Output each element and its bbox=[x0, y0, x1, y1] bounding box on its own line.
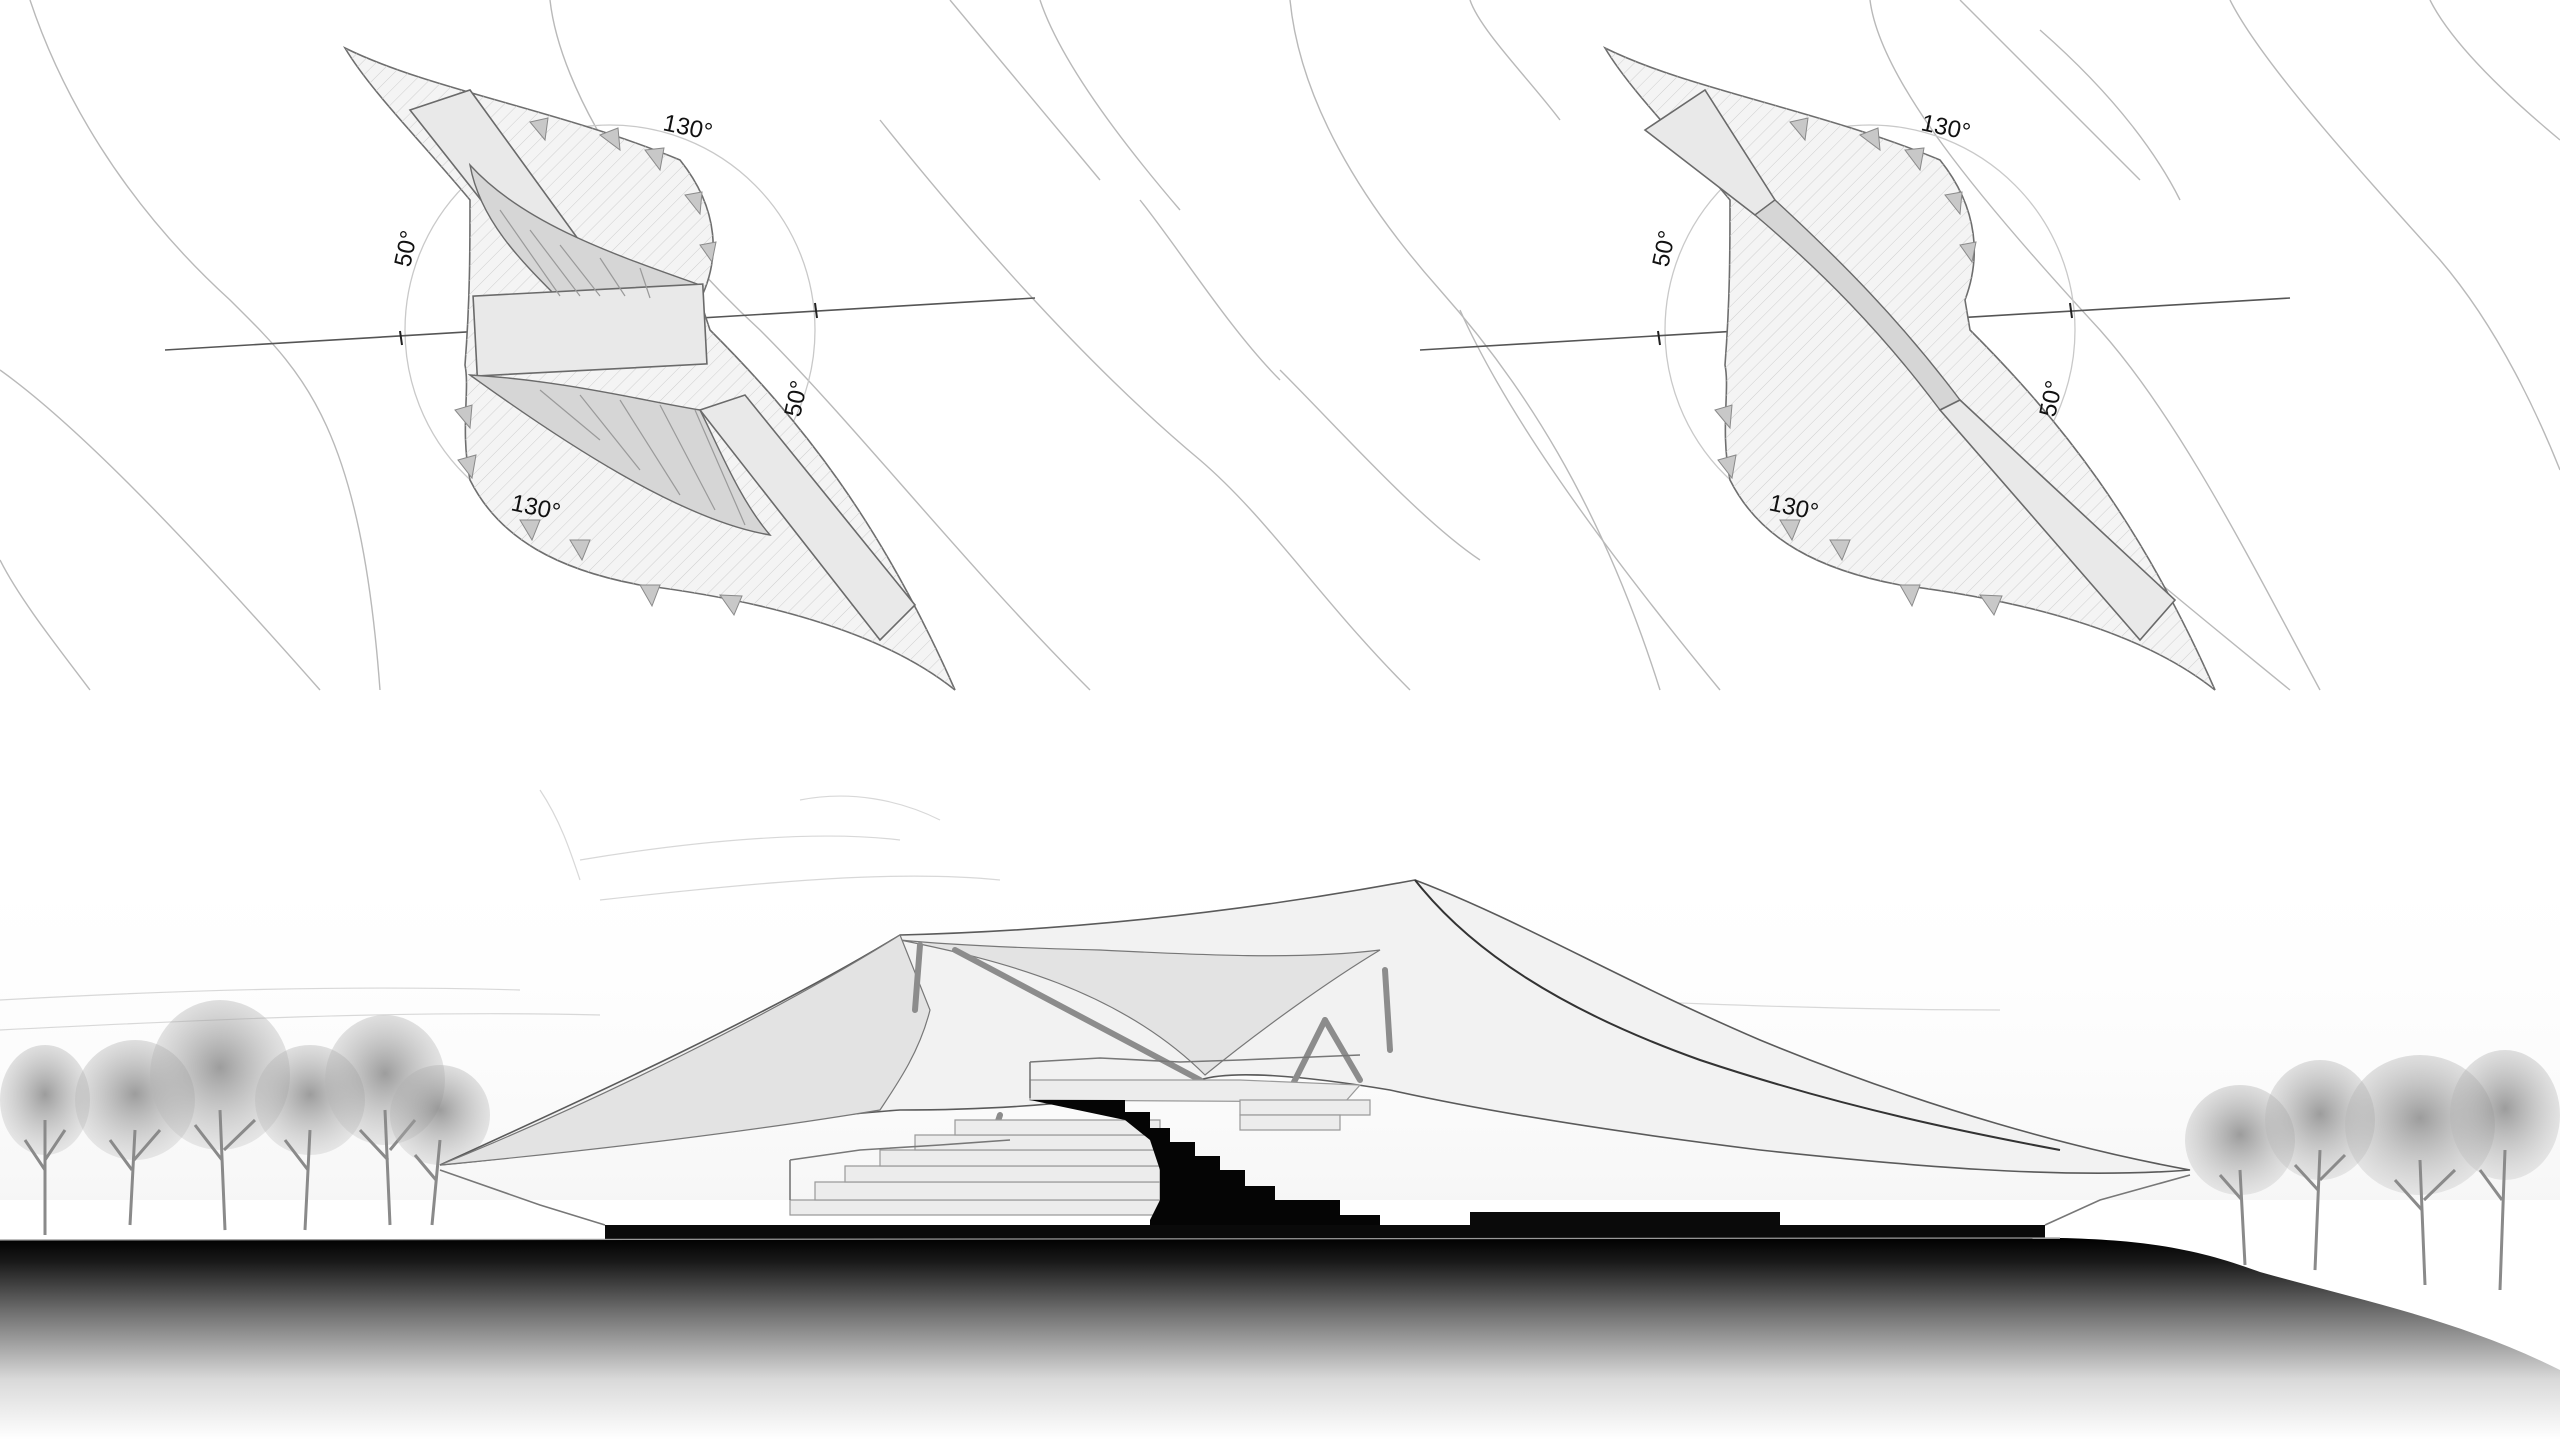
axis-tick bbox=[2069, 302, 2073, 319]
trees-right bbox=[2185, 1050, 2560, 1291]
central-landing bbox=[472, 283, 708, 377]
angle-label-top: 130° bbox=[1919, 109, 1973, 146]
site-contour-lines bbox=[0, 0, 2560, 691]
lower-handrail bbox=[789, 1139, 1011, 1200]
section-cut-slab-right bbox=[1470, 1212, 1780, 1228]
section-drawing bbox=[0, 789, 2560, 1440]
angle-label-right: 50° bbox=[2034, 378, 2068, 419]
upper-handrail bbox=[1029, 1054, 1361, 1098]
stair-step-lines bbox=[499, 209, 746, 526]
axis-tick bbox=[814, 302, 818, 319]
lower-ramp bbox=[1938, 399, 2177, 642]
ground-line bbox=[0, 1237, 2061, 1241]
tree-icon bbox=[150, 1000, 290, 1231]
plan-drawings: 130° 50° 50° 130° bbox=[0, 0, 2560, 691]
axis-tick bbox=[1657, 330, 1661, 346]
terraced-seating bbox=[789, 1119, 1161, 1216]
ground-section bbox=[0, 1238, 2560, 1440]
trees-left bbox=[0, 1000, 490, 1235]
spiral-steps-lower bbox=[467, 374, 772, 537]
angle-label-top: 130° bbox=[661, 109, 715, 146]
plan-right: 130° 50° 50° 130° bbox=[1419, 46, 2291, 691]
angle-label-right: 50° bbox=[779, 378, 813, 419]
tree-icon bbox=[2450, 1050, 2560, 1291]
tree-icon bbox=[2265, 1060, 2375, 1271]
roof-side-panel bbox=[439, 934, 931, 1166]
tree-icon bbox=[0, 1045, 90, 1235]
perimeter-fins bbox=[1714, 117, 2003, 617]
tree-icon bbox=[390, 1065, 490, 1226]
platform-edge bbox=[439, 1169, 2191, 1226]
lower-ramp bbox=[698, 394, 917, 642]
roof-underside bbox=[899, 939, 1381, 1076]
axis-tick bbox=[399, 330, 403, 346]
plan-left: 130° 50° 50° 130° bbox=[164, 46, 1036, 691]
right-terraces bbox=[1239, 1099, 1371, 1131]
tension-cable bbox=[1414, 879, 2061, 1151]
upper-deck bbox=[1029, 1079, 1362, 1103]
perimeter-fins bbox=[454, 117, 743, 617]
section-cut-stair bbox=[1030, 1100, 1470, 1236]
section-cut-slab bbox=[605, 1225, 2045, 1239]
angle-label-left: 50° bbox=[389, 228, 423, 269]
